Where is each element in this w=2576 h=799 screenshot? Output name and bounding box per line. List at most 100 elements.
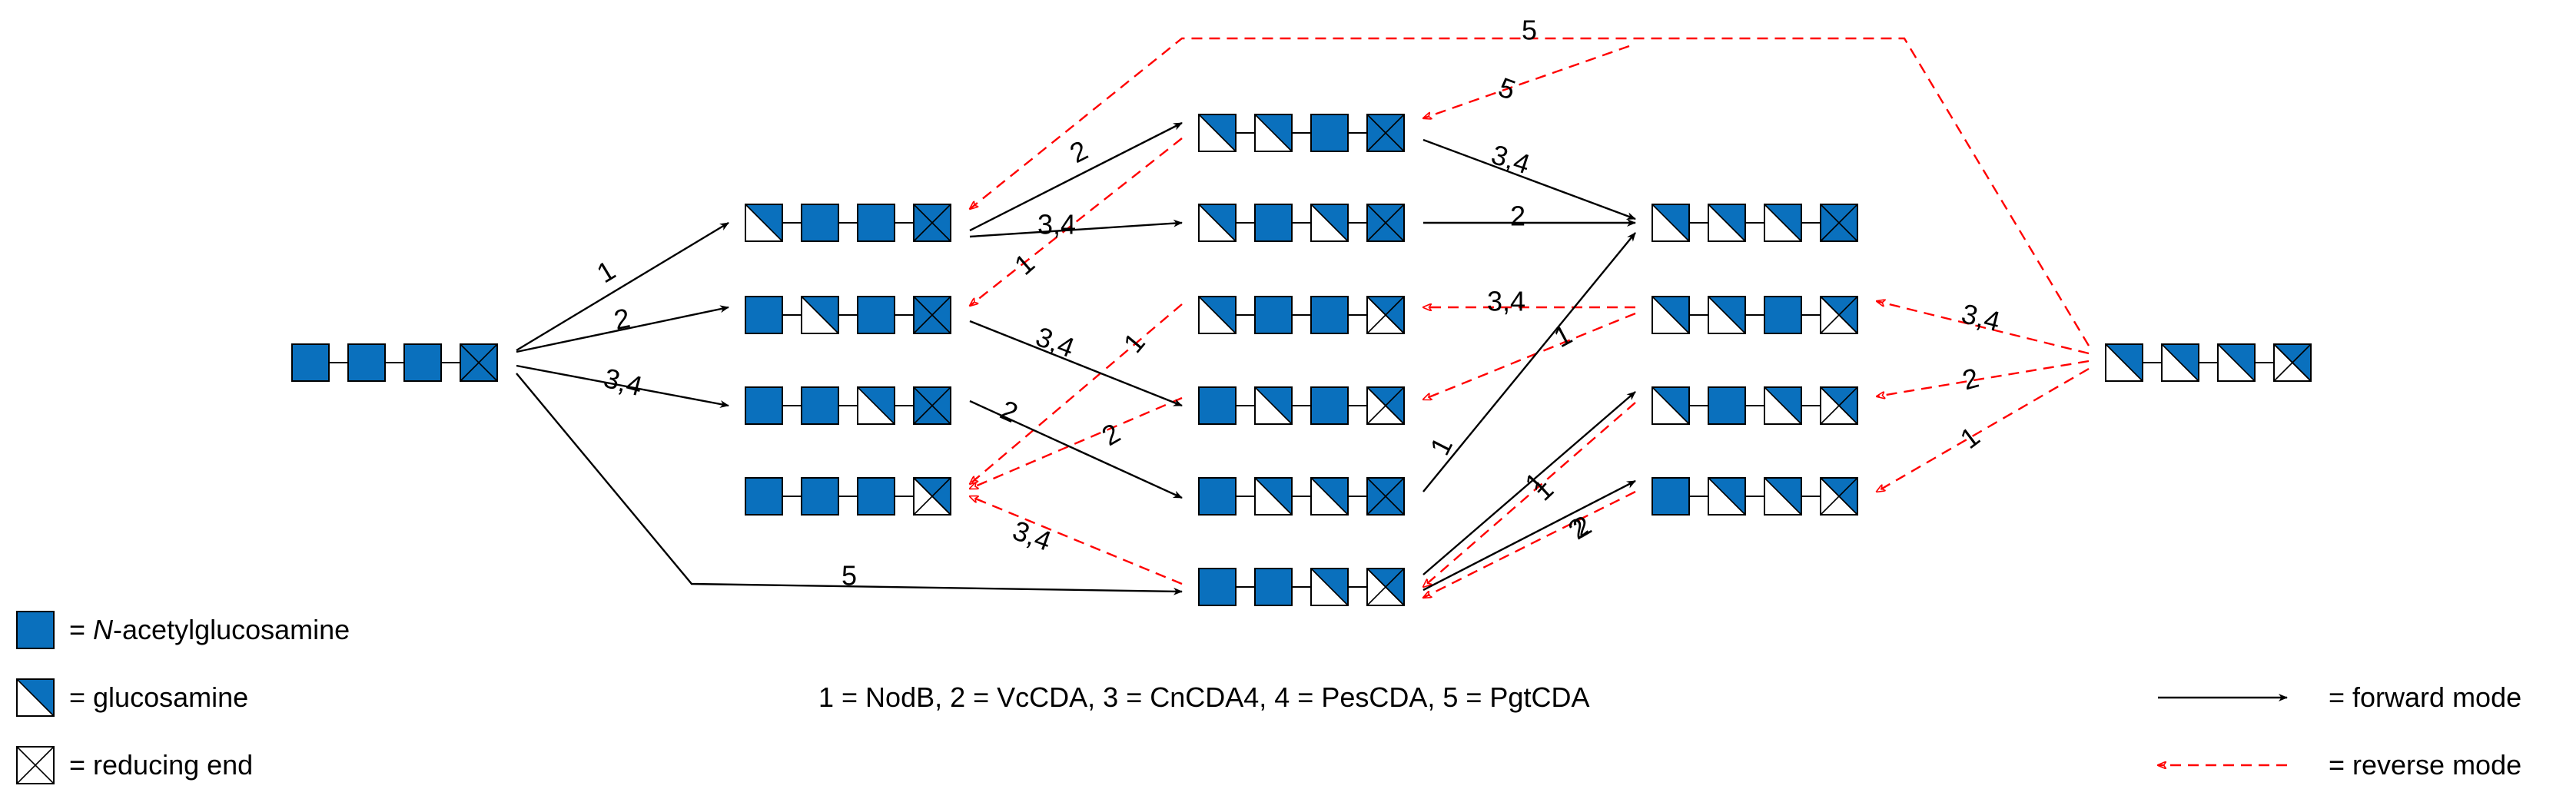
n-acetylglucosamine-residue — [1198, 477, 1237, 516]
glucosamine-residue — [1254, 386, 1293, 425]
reducing-end-residue — [1820, 204, 1858, 242]
n-acetylglucosamine-residue — [801, 477, 839, 516]
n-acetylglucosamine-residue — [1310, 114, 1349, 152]
n-acetylglucosamine-residue — [857, 477, 895, 516]
oligomer-m4 — [745, 477, 951, 516]
enzyme-label: 1 — [591, 254, 620, 289]
reducing-end-residue — [1820, 477, 1858, 516]
reverse-arrow-line — [1877, 360, 2090, 396]
reverse-arrow-line — [970, 496, 1183, 585]
n-acetylglucosamine-residue — [745, 477, 783, 516]
n-acetylglucosamine-residue — [1310, 296, 1349, 334]
enzyme-label: 3,4 — [1031, 320, 1078, 363]
glucosamine-residue — [2161, 343, 2199, 382]
n-acetylglucosamine-residue — [403, 343, 442, 382]
reverse-arrow-line — [1877, 367, 2090, 492]
enzyme-label: 3,4 — [600, 362, 646, 403]
enzyme-label: 2 — [1097, 417, 1126, 453]
oligomer-t1 — [1651, 204, 1858, 242]
reducing-end-residue — [1366, 114, 1405, 152]
legend-reverse-label: = reverse mode — [2329, 749, 2521, 781]
forward-arrow-line — [1422, 479, 1636, 592]
forward-arrow-line — [516, 221, 729, 352]
glucosamine-residue — [1310, 477, 1349, 516]
enzyme-label: 1 — [1549, 319, 1577, 354]
enzyme-label: 3,4 — [1487, 286, 1525, 317]
enzyme-label: 3,4 — [1008, 514, 1055, 557]
glucosamine-residue — [1764, 477, 1802, 516]
glucosamine-residue — [2217, 343, 2256, 382]
forward-arrow-m3-d5: 2 — [969, 393, 1183, 499]
oligomer-t3 — [1651, 386, 1858, 425]
glucosamine-residue — [1198, 114, 1237, 152]
n-acetylglucosamine-residue — [1198, 386, 1237, 425]
glucosamine-residue — [1198, 296, 1237, 334]
n-acetylglucosamine-residue — [801, 386, 839, 425]
glucosamine-residue — [1708, 296, 1746, 334]
reducing-end-residue — [913, 477, 951, 516]
reverse-arrow-line — [1877, 301, 2090, 355]
glucosamine-residue — [1708, 477, 1746, 516]
forward-arrow-line — [1422, 391, 1636, 575]
n-acetylglucosamine-residue — [857, 296, 895, 334]
reducing-end-residue — [1820, 386, 1858, 425]
n-acetylglucosamine-residue — [745, 296, 783, 334]
n-acetylglucosamine-residue — [1254, 204, 1293, 242]
oligomer-d6 — [1198, 568, 1405, 606]
reverse-arrow-end-t3: 2 — [1877, 360, 2090, 396]
legend-glucosamine-symbol — [16, 678, 55, 717]
n-acetylglucosamine-residue — [801, 204, 839, 242]
legend-nag-label: = N-acetylglucosamine — [69, 614, 350, 645]
n-acetylglucosamine-residue — [1254, 296, 1293, 334]
reverse-arrow-line — [1423, 45, 1630, 118]
reverse-arrow-line — [1423, 490, 1636, 598]
glucosamine-residue — [1651, 204, 1690, 242]
glucosamine-residue — [1708, 204, 1746, 242]
glucosamine-residue — [1198, 204, 1237, 242]
oligomer-t2 — [1651, 296, 1858, 334]
forward-arrow-line — [969, 320, 1183, 407]
oligomer-start — [291, 343, 498, 382]
reverse-arrow-line — [970, 138, 1183, 306]
forward-arrow-line — [969, 400, 1183, 499]
n-acetylglucosamine-residue — [1198, 568, 1237, 606]
reverse-arrow-line — [970, 303, 1183, 484]
reducing-end-residue — [1366, 296, 1405, 334]
n-acetylglucosamine-residue — [1310, 386, 1349, 425]
reducing-end-residue — [913, 204, 951, 242]
reducing-end-residue — [1366, 204, 1405, 242]
reverse-arrow-t2-d4: 1 — [1423, 312, 1636, 400]
n-acetylglucosamine-residue — [745, 386, 783, 425]
enzyme-label: 1 — [1424, 432, 1459, 459]
enzyme-label: 3,4 — [1037, 209, 1076, 240]
enzyme-label: 1 — [1008, 247, 1041, 281]
legend-reducing-end-symbol — [16, 746, 55, 784]
oligomer-d1 — [1198, 114, 1405, 152]
legend-glucosamine-label: = glucosamine — [69, 681, 248, 713]
reverse-arrow-d3-m4: 1 — [970, 303, 1183, 484]
n-acetylglucosamine-residue — [1254, 568, 1293, 606]
oligomer-m3 — [745, 386, 951, 425]
glucosamine-residue — [1254, 477, 1293, 516]
reducing-end-residue — [913, 296, 951, 334]
forward-arrow-start-m3: 3,4 — [516, 362, 729, 408]
glucosamine-residue — [801, 296, 839, 334]
n-acetylglucosamine-residue — [857, 204, 895, 242]
n-acetylglucosamine-residue — [1764, 296, 1802, 334]
forward-arrow-start-m2: 2 — [516, 302, 729, 353]
legend: = N-acetylglucosamine = glucosamine = re… — [16, 611, 2521, 784]
reducing-end-residue — [460, 343, 498, 382]
enzyme-label: 2 — [1064, 134, 1092, 170]
forward-arrow-m1-d2: 3,4 — [969, 209, 1183, 240]
enzyme-label: 5 — [842, 560, 857, 592]
enzyme-label: 5 — [1522, 15, 1537, 46]
glucosamine-residue — [1764, 204, 1802, 242]
legend-forward-label: = forward mode — [2329, 681, 2521, 713]
reverse-arrow-end-t2: 3,4 — [1877, 297, 2090, 355]
reducing-end-residue — [1366, 477, 1405, 516]
reverse-arrow-t2-d3: 3,4 — [1423, 286, 1635, 317]
oligomers — [291, 114, 2312, 606]
oligomer-m2 — [745, 296, 951, 334]
n-acetylglucosamine-residue — [1651, 477, 1690, 516]
